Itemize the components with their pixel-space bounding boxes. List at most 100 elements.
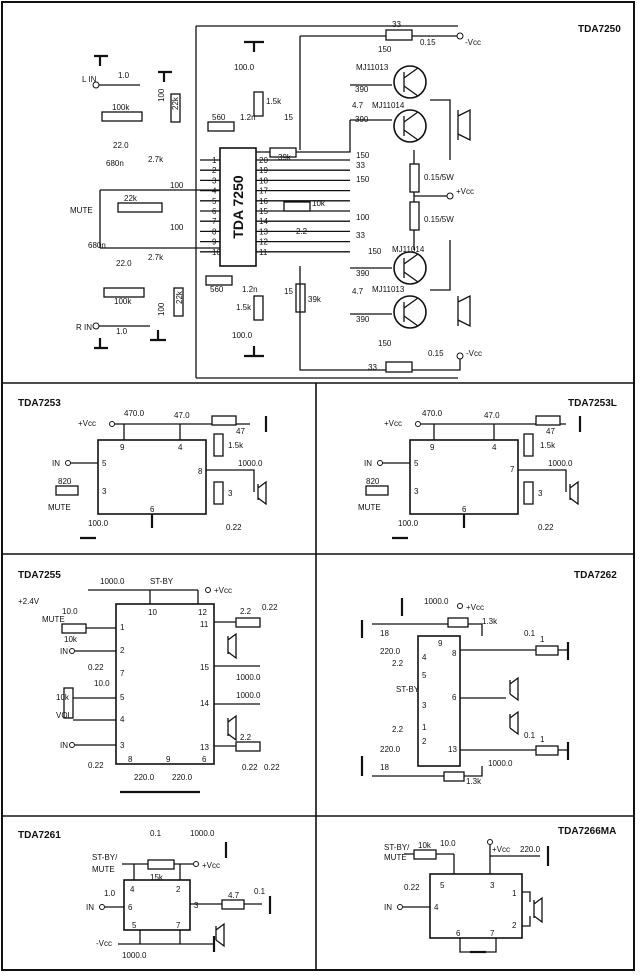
label-r15k: 1.5k <box>540 441 556 450</box>
label-stby[interactable]: ST-BY/ <box>92 853 118 862</box>
label-c220-b: 220.0 <box>172 773 193 782</box>
terminal-in2[interactable] <box>69 742 75 748</box>
terminal-vcc-neg-bottom[interactable] <box>456 352 464 360</box>
terminal-in[interactable] <box>377 460 383 466</box>
label-c100-mid-c: 100 <box>356 213 370 222</box>
tda7253l-chip <box>409 439 519 515</box>
tda7253-pin-8: 8 <box>198 467 203 476</box>
label-r33-low: 33 <box>356 231 365 240</box>
label-r15k: 15k <box>150 873 164 882</box>
tda7266ma-chip <box>429 873 523 939</box>
terminal-vcc[interactable] <box>487 839 493 845</box>
label-stby[interactable]: ST-BY <box>150 577 174 586</box>
tda7250-chip-label: TDA 7250 <box>230 175 246 239</box>
label-mute[interactable]: MUTE <box>358 503 381 512</box>
resistor-10k <box>61 623 87 634</box>
tda7261-pin-2: 2 <box>176 885 181 894</box>
label-mute[interactable]: MUTE <box>92 865 115 874</box>
resistor-10k <box>413 849 437 860</box>
label-c022: 0.22 <box>538 523 554 532</box>
tda7261-pin-6: 6 <box>128 903 133 912</box>
resistor-47 <box>535 415 561 426</box>
terminal-vcc-pos[interactable] <box>193 861 199 867</box>
resistor-100k-l <box>101 111 143 122</box>
label-vcc-neg-bottom: -Vcc <box>466 349 482 358</box>
resistor-47 <box>221 899 245 910</box>
label-c150-mid: 150 <box>356 175 370 184</box>
label-c1000-b: 1000.0 <box>488 759 513 768</box>
label-mute[interactable]: MUTE <box>48 503 71 512</box>
resistor-15k <box>147 859 175 870</box>
tda7255-pin-7: 7 <box>120 669 125 678</box>
label-c100-mid-b: 100 <box>170 223 184 232</box>
label-c10-l: 1.0 <box>118 71 130 80</box>
label-r22-b: 2.2 <box>240 733 252 742</box>
terminal-vcc[interactable] <box>109 421 115 427</box>
label-stby[interactable]: ST-BY <box>396 685 420 694</box>
label-r390-a: 390 <box>355 85 369 94</box>
terminal-l-in[interactable] <box>92 81 100 89</box>
terminal-in1[interactable] <box>69 648 75 654</box>
label-c022-d: 0.22 <box>264 763 280 772</box>
resistor-13k-b <box>443 771 465 782</box>
tda7255-pin-4: 4 <box>120 715 125 724</box>
label-c1000: 1000.0 <box>548 459 573 468</box>
label-c680-r: 680n <box>88 241 106 250</box>
label-r47: 4.7 <box>228 891 240 900</box>
terminal-vcc-neg-top[interactable] <box>456 32 464 40</box>
tda7253-pin-3: 3 <box>102 487 107 496</box>
label-r3: 3 <box>228 489 233 498</box>
resistor-15k-top <box>253 91 264 117</box>
label-in: IN <box>52 459 60 468</box>
label-r100k-r: 100k <box>114 297 132 306</box>
transistor-q2 <box>393 109 427 143</box>
tda7266ma-pin-5: 5 <box>440 881 445 890</box>
label-c47: 47.0 <box>484 411 500 420</box>
label-r22k-r: 22k <box>175 290 184 304</box>
label-c680-l: 680n <box>106 159 124 168</box>
label-vol: VOL <box>56 711 73 720</box>
label-mute[interactable]: MUTE <box>42 615 65 624</box>
label-r39k-top: 39k <box>278 153 292 162</box>
tda7255-pin-10: 10 <box>148 608 157 617</box>
terminal-vcc[interactable] <box>415 421 421 427</box>
label-vcc-neg-top: -Vcc <box>465 38 481 47</box>
resistor-3 <box>213 481 224 505</box>
terminal-vcc[interactable] <box>205 587 211 593</box>
label-in2: IN <box>60 741 68 750</box>
terminal-vcc-pos[interactable] <box>446 192 454 200</box>
tda7255-pin-14: 14 <box>200 699 209 708</box>
label-c1000-c: 1000.0 <box>236 691 261 700</box>
label-stby[interactable]: ST-BY/ <box>384 843 410 852</box>
section-tda7262: TDA7262 9 8 4 5 3 1 6 2 13 1000.0 +Vcc 1… <box>360 570 617 786</box>
label-c1000-b: 1000.0 <box>236 673 261 682</box>
label-c100-mid-a: 100 <box>170 181 184 190</box>
label-c100: 10.0 <box>62 607 78 616</box>
tda7262-pin-8: 8 <box>452 649 457 658</box>
terminal-in[interactable] <box>65 460 71 466</box>
label-r150-bottom: 150 <box>378 339 392 348</box>
label-r10k-vol: 10k <box>56 693 70 702</box>
section-title-tda7261: TDA7261 <box>18 830 61 841</box>
label-r15k: 1.5k <box>228 441 244 450</box>
terminal-in[interactable] <box>99 904 105 910</box>
label-mute[interactable]: MUTE <box>384 853 407 862</box>
tda7253l-pin-3: 3 <box>414 487 419 496</box>
label-r015-bottom: 0.15 <box>428 349 444 358</box>
label-r150-top: 150 <box>378 45 392 54</box>
resistor-015-5w-a <box>409 163 420 193</box>
terminal-vcc[interactable] <box>457 603 463 609</box>
pot-10k-vol[interactable] <box>63 687 74 719</box>
tda7266ma-pin-4: 4 <box>434 903 439 912</box>
terminal-r-in[interactable] <box>92 322 100 330</box>
label-q3: MJ11014 <box>392 245 425 254</box>
tda7255-pin-12: 12 <box>198 608 207 617</box>
label-r15k-bottom: 1.5k <box>236 303 252 312</box>
terminal-in[interactable] <box>397 904 403 910</box>
label-r015-top: 0.15 <box>420 38 436 47</box>
section-title-tda7250: TDA7250 <box>578 24 621 35</box>
tda7253l-pin-6: 6 <box>462 505 467 514</box>
tda7262-pin-3: 3 <box>422 701 427 710</box>
